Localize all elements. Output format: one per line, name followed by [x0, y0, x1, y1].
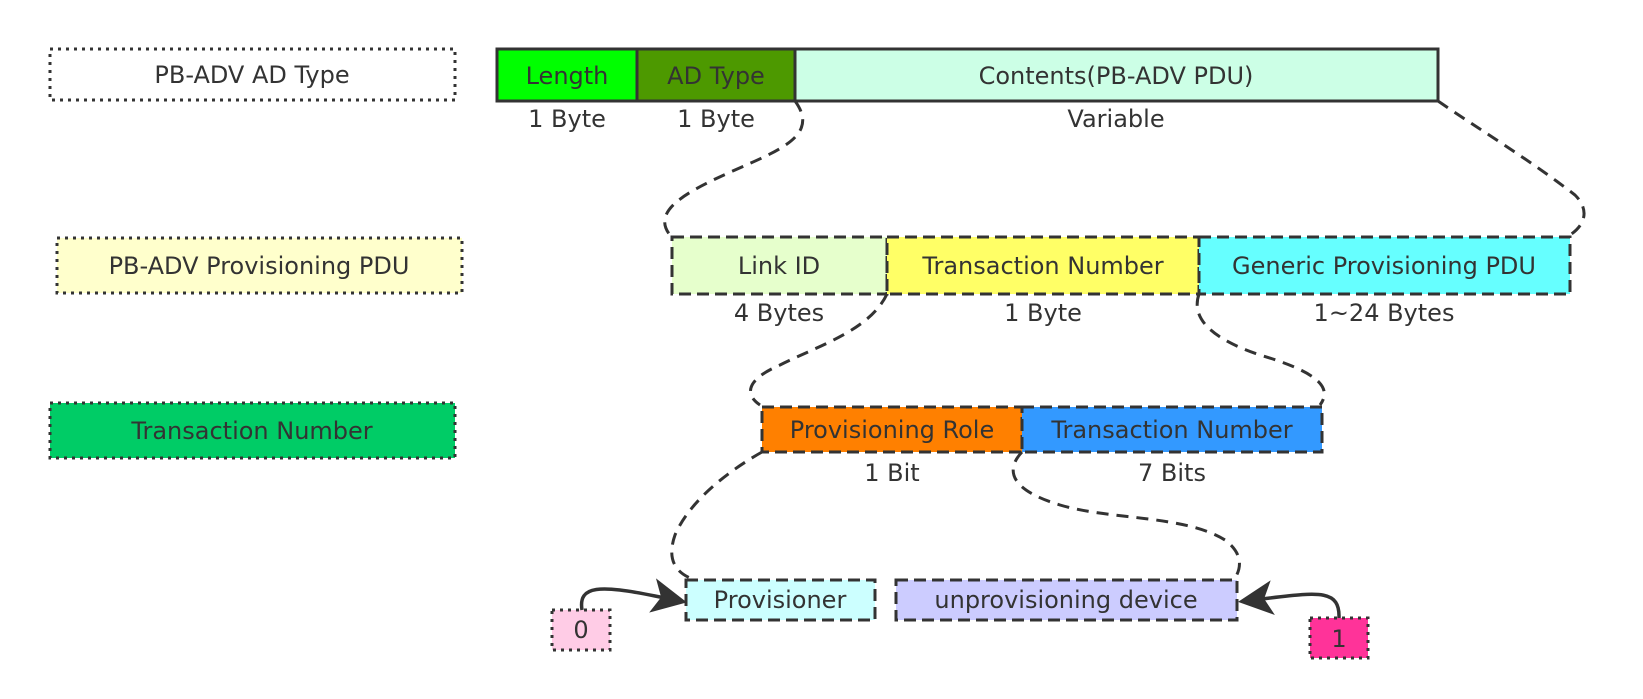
- legend-pb-adv-ad-type: PB-ADV AD Type: [48, 47, 457, 102]
- arrow-0-to-provisioner: [579, 578, 687, 613]
- field-transaction-number-label: Transaction Number: [921, 252, 1163, 280]
- expand-curve-left-1: [663, 100, 804, 236]
- field-provisioning-role: [760, 405, 1024, 454]
- arrow-1-to-unprovisioning-device: [1238, 580, 1341, 619]
- value-unprovisioning-device: [894, 578, 1239, 622]
- field-link-id: [670, 235, 889, 296]
- field-contents-size: Variable: [1067, 105, 1164, 133]
- expand-curve-right-3: [1011, 450, 1241, 579]
- legend-ad-type-label: PB-ADV AD Type: [154, 61, 349, 89]
- bit-1-label: 1: [1331, 625, 1346, 653]
- legend-provisioning-pdu-label: PB-ADV Provisioning PDU: [109, 252, 410, 280]
- value-provisioner: [684, 578, 877, 622]
- expand-curve-left-2: [749, 293, 889, 407]
- row-ad-structure: Length 1 Byte AD Type 1 Byte Contents(PB…: [495, 47, 1440, 133]
- bit-1-box: [1308, 616, 1370, 660]
- field-transaction-number-7bits-label: Transaction Number: [1050, 416, 1292, 444]
- field-ad-type: [635, 47, 797, 103]
- field-transaction-number-7bits: [1020, 405, 1324, 454]
- field-provisioning-role-label: Provisioning Role: [790, 416, 994, 444]
- value-unprovisioning-device-label: unprovisioning device: [934, 586, 1197, 614]
- expand-curve-right-1: [1437, 99, 1586, 237]
- expand-curve-right-2: [1195, 293, 1326, 406]
- row-transaction-number-bits: Provisioning Role 1 Bit Transaction Numb…: [760, 405, 1324, 487]
- field-generic-provisioning-pdu: [1197, 235, 1572, 296]
- field-transaction-number-size: 1 Byte: [1004, 299, 1082, 327]
- bit-0-label: 0: [573, 616, 588, 644]
- legend-provisioning-pdu-box: [55, 236, 464, 295]
- field-length-label: Length: [526, 62, 609, 90]
- field-provisioning-role-size: 1 Bit: [864, 459, 919, 487]
- legend-ad-type-box: [48, 47, 457, 102]
- field-transaction-number: [885, 235, 1201, 296]
- expand-curve-left-3: [670, 450, 763, 580]
- field-length: [495, 47, 639, 103]
- legend-transaction-number: Transaction Number: [48, 401, 457, 460]
- value-provisioner-label: Provisioner: [714, 586, 847, 614]
- field-transaction-number-7bits-size: 7 Bits: [1138, 459, 1206, 487]
- field-generic-provisioning-pdu-size: 1~24 Bytes: [1314, 299, 1455, 327]
- legend-pb-adv-provisioning-pdu: PB-ADV Provisioning PDU: [55, 236, 464, 295]
- field-ad-type-label: AD Type: [667, 62, 765, 90]
- row-provisioning-pdu: Link ID 4 Bytes Transaction Number 1 Byt…: [670, 235, 1572, 327]
- field-contents-label: Contents(PB-ADV PDU): [979, 62, 1254, 90]
- bit-0-box: [550, 608, 612, 652]
- field-length-size: 1 Byte: [528, 105, 606, 133]
- field-ad-type-size: 1 Byte: [677, 105, 755, 133]
- row-role-values: Provisioner unprovisioning device 0 1: [550, 578, 1370, 660]
- field-link-id-size: 4 Bytes: [734, 299, 824, 327]
- field-contents: [793, 47, 1440, 103]
- field-link-id-label: Link ID: [738, 252, 820, 280]
- field-generic-provisioning-pdu-label: Generic Provisioning PDU: [1232, 252, 1536, 280]
- legend-transaction-number-box: [48, 401, 457, 460]
- legend-transaction-number-label: Transaction Number: [130, 417, 372, 445]
